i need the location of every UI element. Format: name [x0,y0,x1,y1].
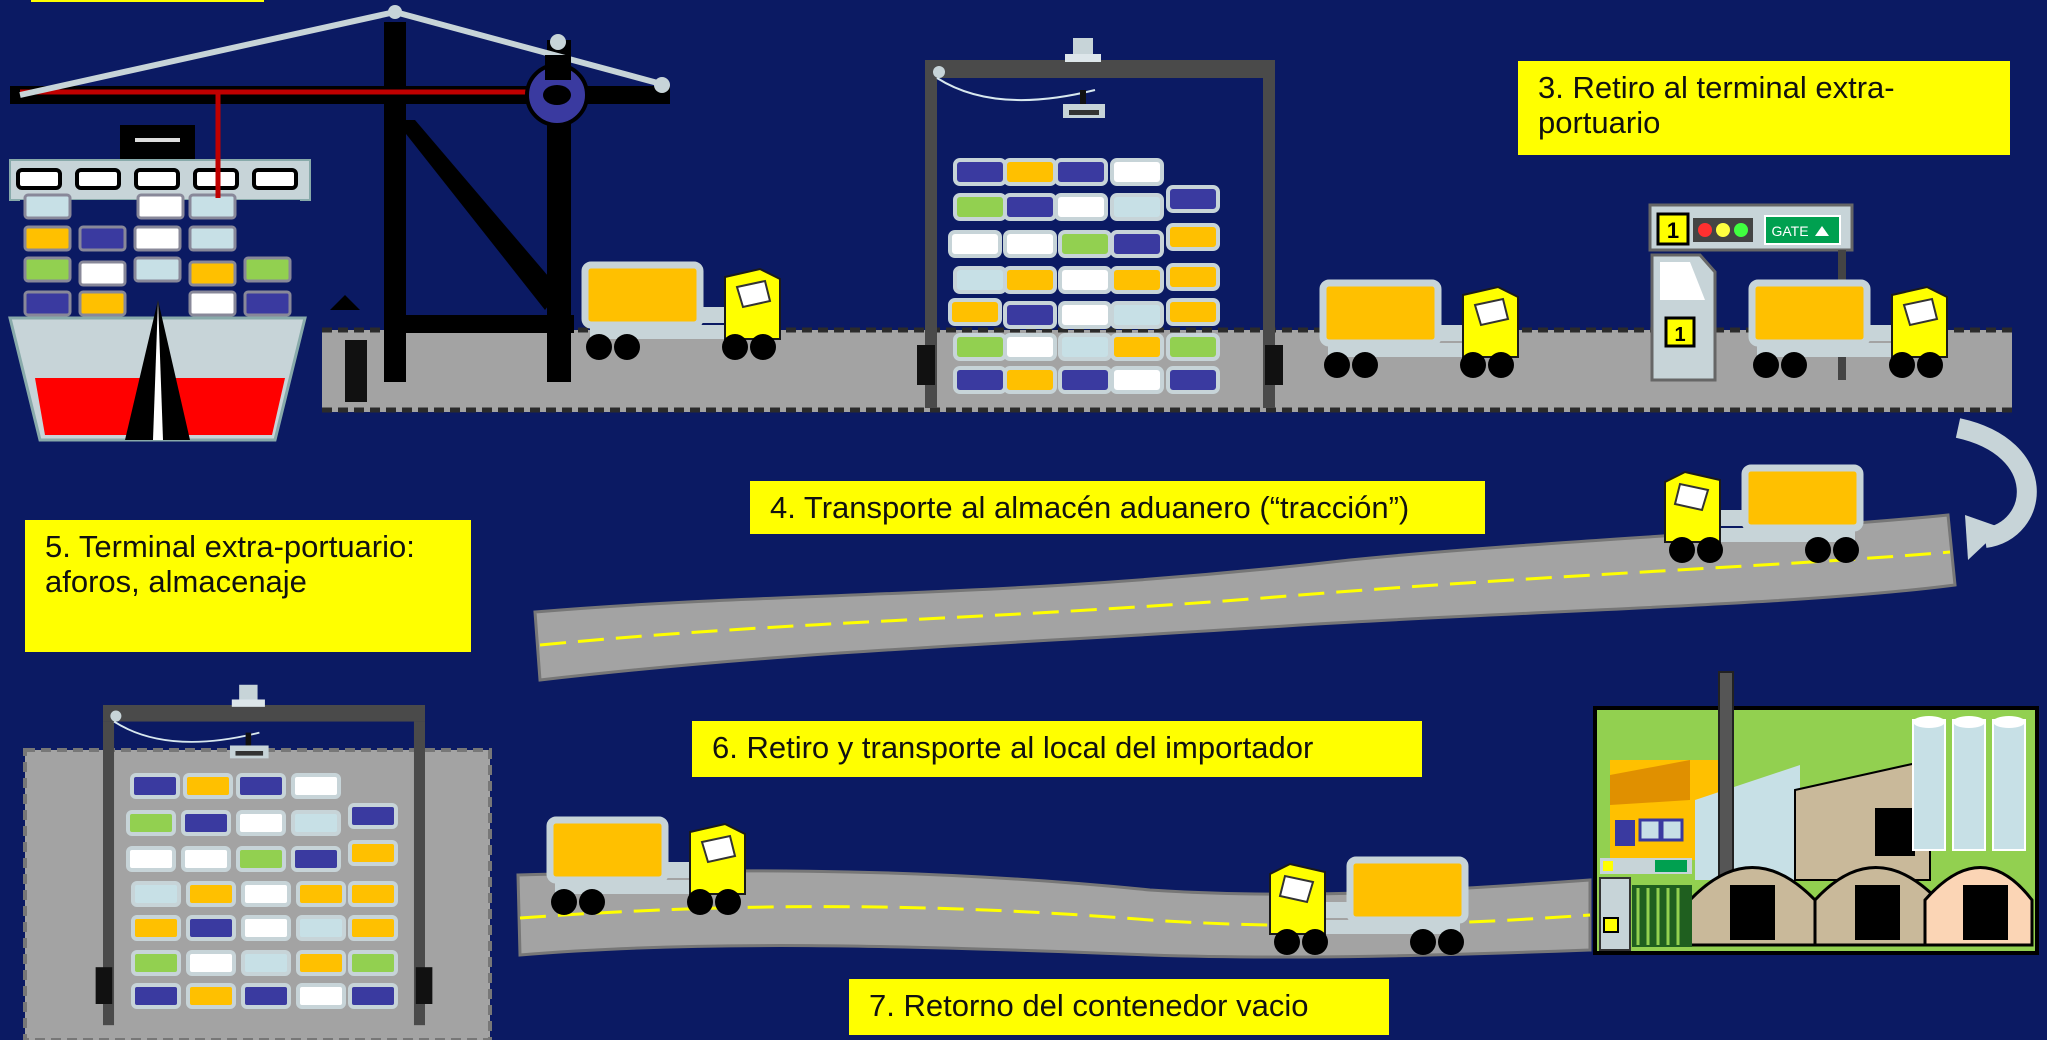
step-7-label: 7. Retorno del contenedor vacio [849,979,1389,1035]
step-6-label: 6. Retiro y transporte al local del impo… [692,721,1422,777]
container-yard-gantry [916,37,1284,409]
road [533,513,1957,682]
importer-facility [1593,671,2039,955]
terminal-gate: 1 GATE 1 [1648,203,1854,382]
step-2-label [31,0,264,2]
gate-booth-number: 1 [1674,324,1685,346]
ship-to-shore-crane [10,5,670,382]
step-5-label: 5. Terminal extra-portuario: aforos, alm… [25,520,471,652]
container-ship [8,125,311,442]
gate-sign: GATE [1771,223,1808,239]
gate-number: 1 [1667,218,1679,243]
step-3-label: 3. Retiro al terminal extra-portuario [1518,61,2010,155]
step-4-label: 4. Transporte al almacén aduanero (“trac… [750,481,1485,534]
curved-arrow-icon [1955,418,2037,548]
extra-port-terminal [23,683,492,1040]
